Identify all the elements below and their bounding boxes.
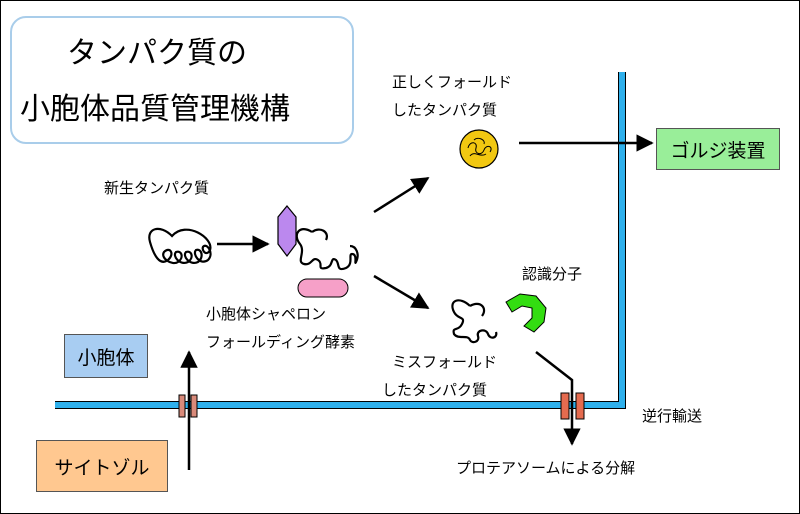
- chaperone-hexagon-icon: [277, 205, 297, 257]
- arrow-to-misfolded: [373, 274, 430, 310]
- retrotranslocation-arrow: [535, 351, 581, 446]
- folding-enzyme-icon: [297, 278, 349, 298]
- title-box: タンパク質の 小胞体品質管理機構: [10, 16, 354, 144]
- retrograde-transport-label: 逆行輸送: [642, 407, 703, 425]
- er-box: 小胞体: [64, 334, 148, 378]
- proteasome-degradation-label: プロテアソームによる分解: [456, 459, 636, 477]
- chaperone-label-2: フォールディング酵素: [206, 333, 355, 351]
- translocon-channel: [178, 394, 198, 418]
- recognition-molecule-label: 認識分子: [522, 265, 583, 283]
- folded-protein-label-2: したタンパク質: [392, 101, 498, 119]
- title-line-1: タンパク質の: [67, 36, 247, 71]
- retrotranslocon-channel: [560, 392, 585, 420]
- folded-protein-icon: [459, 129, 499, 169]
- chaperone-label-1: 小胞体シャペロン: [206, 305, 327, 323]
- misfolded-protein-label-2: したタンパク質: [382, 381, 488, 399]
- recognition-molecule-icon: [505, 293, 547, 333]
- title-line-2: 小胞体品質管理機構: [20, 92, 290, 127]
- golgi-box: ゴルジ装置: [656, 128, 780, 170]
- arrow-to-folded: [373, 176, 430, 214]
- er-membrane: [55, 72, 626, 409]
- folded-protein-label-1: 正しくフォールド: [392, 73, 513, 91]
- chaperone-bound-protein-icon: [295, 228, 359, 271]
- misfolded-protein-label-1: ミスフォールド: [392, 353, 498, 371]
- misfolded-protein-icon: [451, 299, 498, 344]
- nascent-protein-icon: [148, 227, 212, 265]
- cytosol-box: サイトゾル: [36, 440, 168, 492]
- nascent-protein-label: 新生タンパク質: [104, 179, 210, 197]
